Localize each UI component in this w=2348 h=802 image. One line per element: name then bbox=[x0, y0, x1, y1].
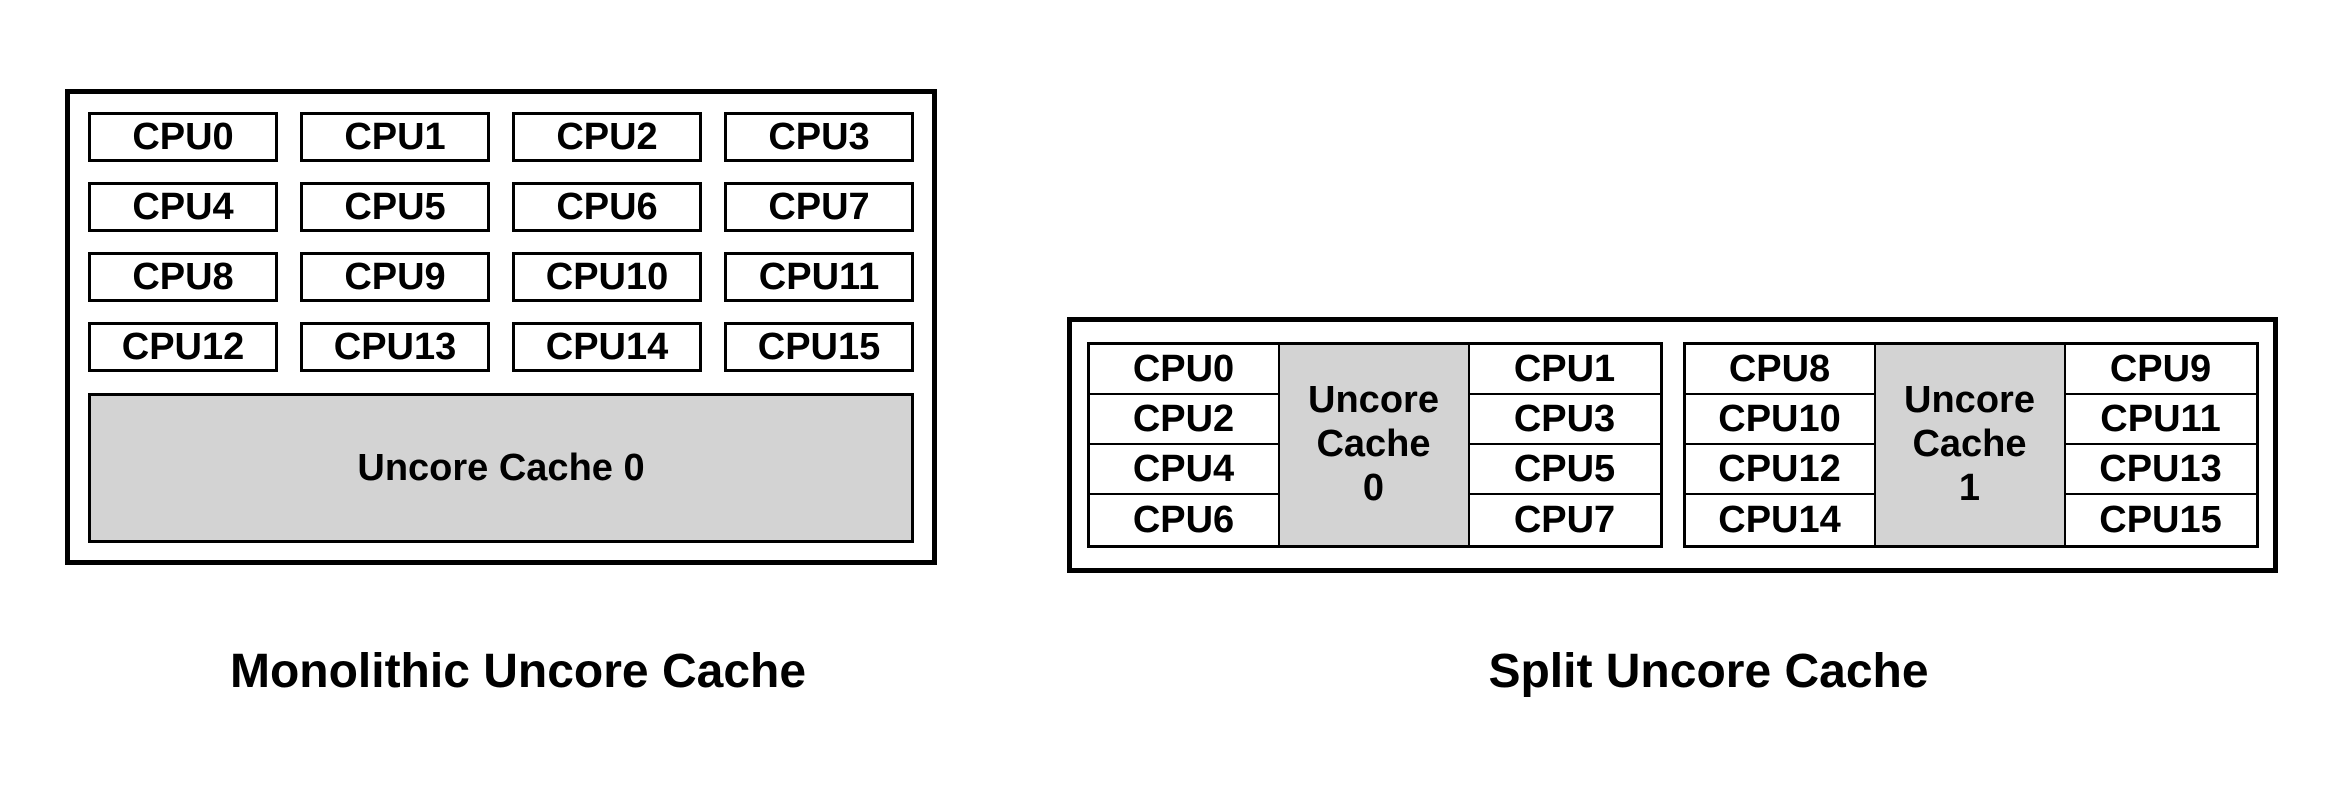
cpu-box: CPU11 bbox=[724, 252, 914, 302]
cpu-box: CPU2 bbox=[512, 112, 702, 162]
cpu-cell: CPU0 bbox=[1089, 345, 1280, 395]
cpu-cell: CPU15 bbox=[2065, 495, 2256, 545]
cpu-box: CPU12 bbox=[88, 322, 278, 372]
split-cluster-0: CPU0 CPU2 CPU4 CPU6 Uncore Cache 0 CPU1 … bbox=[1086, 342, 1663, 548]
uncore-cache-line: 1 bbox=[1958, 466, 1981, 509]
cpu-cell: CPU11 bbox=[2065, 395, 2256, 445]
split-figure: CPU0 CPU2 CPU4 CPU6 Uncore Cache 0 CPU1 … bbox=[1067, 317, 2278, 573]
cpu-box: CPU6 bbox=[512, 182, 702, 232]
cpu-box: CPU7 bbox=[724, 182, 914, 232]
cpu-cell: CPU4 bbox=[1089, 445, 1280, 495]
cpu-box: CPU3 bbox=[724, 112, 914, 162]
split-cluster-1: CPU8 CPU10 CPU12 CPU14 Uncore Cache 1 CP… bbox=[1682, 342, 2259, 548]
cpu-cell: CPU7 bbox=[1469, 495, 1660, 545]
cpu-cell: CPU14 bbox=[1685, 495, 1876, 545]
cpu-cell: CPU8 bbox=[1685, 345, 1876, 395]
cpu-cell: CPU5 bbox=[1469, 445, 1660, 495]
uncore-cache-line: Cache bbox=[1912, 423, 2027, 466]
cpu-box: CPU13 bbox=[300, 322, 490, 372]
cpu-cell: CPU6 bbox=[1089, 495, 1280, 545]
cpu-box: CPU14 bbox=[512, 322, 702, 372]
monolithic-cpu-grid: CPU0 CPU1 CPU2 CPU3 CPU4 CPU5 CPU6 CPU7 … bbox=[88, 112, 914, 372]
cpu-cell: CPU9 bbox=[2065, 345, 2256, 395]
monolithic-figure: CPU0 CPU1 CPU2 CPU3 CPU4 CPU5 CPU6 CPU7 … bbox=[65, 89, 937, 565]
uncore-cache-0-box: Uncore Cache 0 bbox=[88, 393, 914, 543]
cpu-cell: CPU13 bbox=[2065, 445, 2256, 495]
cpu-cell: CPU2 bbox=[1089, 395, 1280, 445]
cpu-box: CPU9 bbox=[300, 252, 490, 302]
cpu-box: CPU0 bbox=[88, 112, 278, 162]
cpu-cell: CPU3 bbox=[1469, 395, 1660, 445]
cpu-cell: CPU10 bbox=[1685, 395, 1876, 445]
cpu-box: CPU4 bbox=[88, 182, 278, 232]
cpu-box: CPU1 bbox=[300, 112, 490, 162]
uncore-cache-line: 0 bbox=[1362, 466, 1385, 509]
uncore-cache-line: Uncore bbox=[1308, 379, 1439, 422]
uncore-cache-line: Cache bbox=[1316, 423, 1431, 466]
uncore-cache-0-cell: Uncore Cache 0 bbox=[1279, 345, 1470, 545]
cpu-box: CPU15 bbox=[724, 322, 914, 372]
uncore-cache-1-cell: Uncore Cache 1 bbox=[1875, 345, 2066, 545]
uncore-cache-line: Uncore bbox=[1904, 379, 2035, 422]
cpu-box: CPU8 bbox=[88, 252, 278, 302]
monolithic-caption: Monolithic Uncore Cache bbox=[229, 645, 807, 698]
cpu-cell: CPU1 bbox=[1469, 345, 1660, 395]
cpu-cell: CPU12 bbox=[1685, 445, 1876, 495]
cpu-box: CPU5 bbox=[300, 182, 490, 232]
cpu-box: CPU10 bbox=[512, 252, 702, 302]
split-caption: Split Uncore Cache bbox=[1488, 645, 1929, 698]
